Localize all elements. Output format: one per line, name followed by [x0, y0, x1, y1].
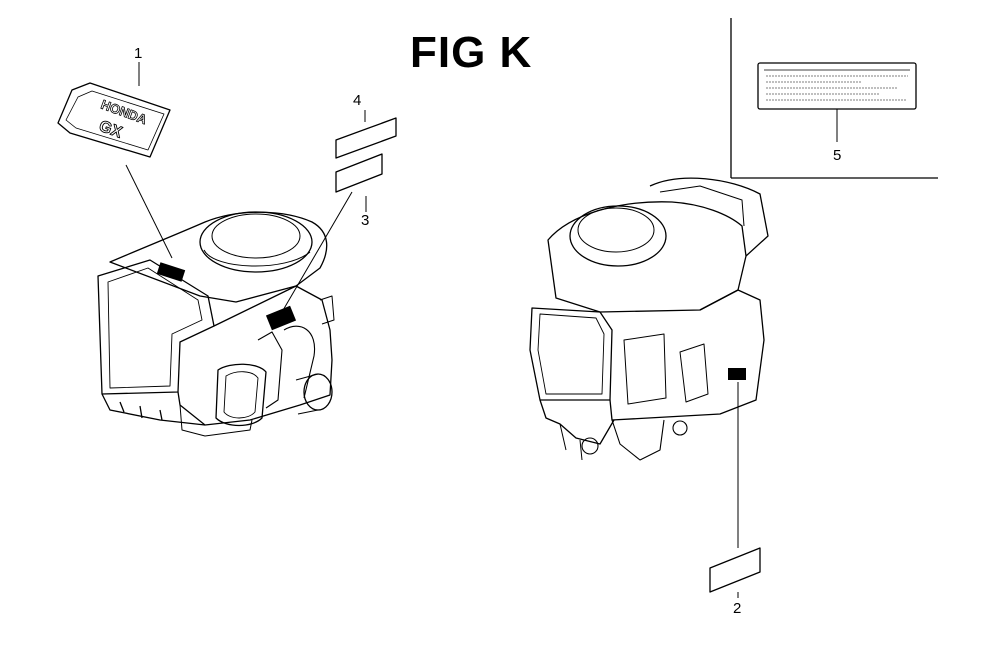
callout-3: 3	[361, 212, 370, 229]
part-2-label	[709, 547, 761, 598]
callout-2: 2	[733, 600, 742, 617]
callout-4: 4	[353, 92, 362, 109]
right-engine-illustration	[529, 177, 769, 548]
part-1-emblem: HONDA GX	[57, 62, 173, 259]
part-5-info-label	[757, 62, 917, 142]
part-3-label	[281, 153, 383, 313]
left-engine-illustration	[97, 211, 335, 437]
inset-frame	[730, 18, 938, 179]
figure-title: FIG K	[410, 28, 533, 77]
part-4-label	[335, 110, 397, 159]
emblem-model-text: GX	[97, 118, 125, 142]
callout-5: 5	[833, 147, 842, 164]
callout-1: 1	[134, 45, 143, 62]
